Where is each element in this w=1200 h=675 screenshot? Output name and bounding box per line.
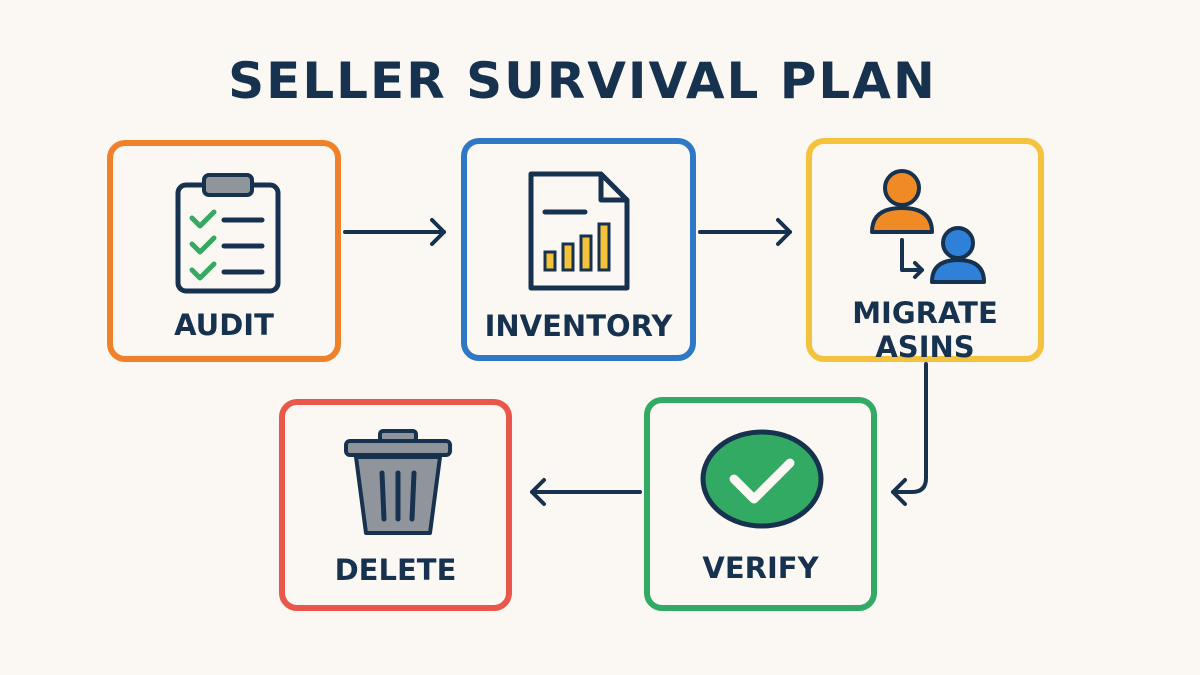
step-migrate: MIGRATE ASINS xyxy=(806,138,1044,364)
step-delete: DELETE xyxy=(279,399,512,611)
arrow-inventory-to-migrate xyxy=(698,218,792,246)
clipboard-checklist-icon xyxy=(175,173,281,294)
user-transfer-icon xyxy=(870,169,986,284)
step-delete-label: DELETE xyxy=(334,553,457,587)
step-verify-label: VERIFY xyxy=(702,551,819,585)
step-inventory: INVENTORY xyxy=(461,138,696,361)
step-verify: VERIFY xyxy=(644,397,877,611)
check-circle-icon xyxy=(700,429,824,529)
step-inventory-label: INVENTORY xyxy=(484,309,673,343)
arrow-audit-to-inventory xyxy=(343,218,446,246)
step-migrate-label: MIGRATE ASINS xyxy=(852,296,998,364)
arrow-verify-to-delete xyxy=(530,478,642,506)
step-audit-label: AUDIT xyxy=(174,308,274,342)
bar-chart-document-icon xyxy=(528,171,630,291)
trash-can-icon xyxy=(344,429,452,535)
diagram-title: SELLER SURVIVAL PLAN xyxy=(228,52,937,110)
step-audit: AUDIT xyxy=(107,140,341,362)
arrow-migrate-to-verify xyxy=(891,362,928,506)
